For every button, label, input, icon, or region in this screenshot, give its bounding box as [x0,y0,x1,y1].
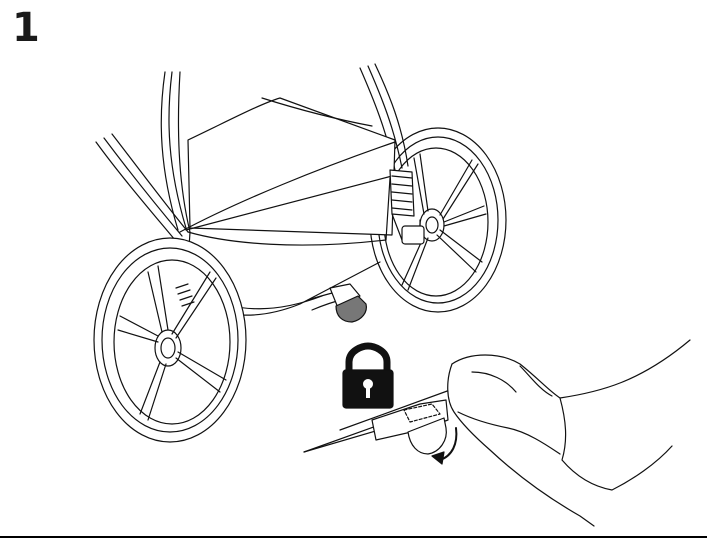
brake-detail-inset [304,340,690,526]
rear-left-wheel [94,238,246,442]
padlock-locked-icon [343,346,393,408]
brake-pedal-frame [308,284,366,322]
page-bottom-rule [0,536,707,538]
